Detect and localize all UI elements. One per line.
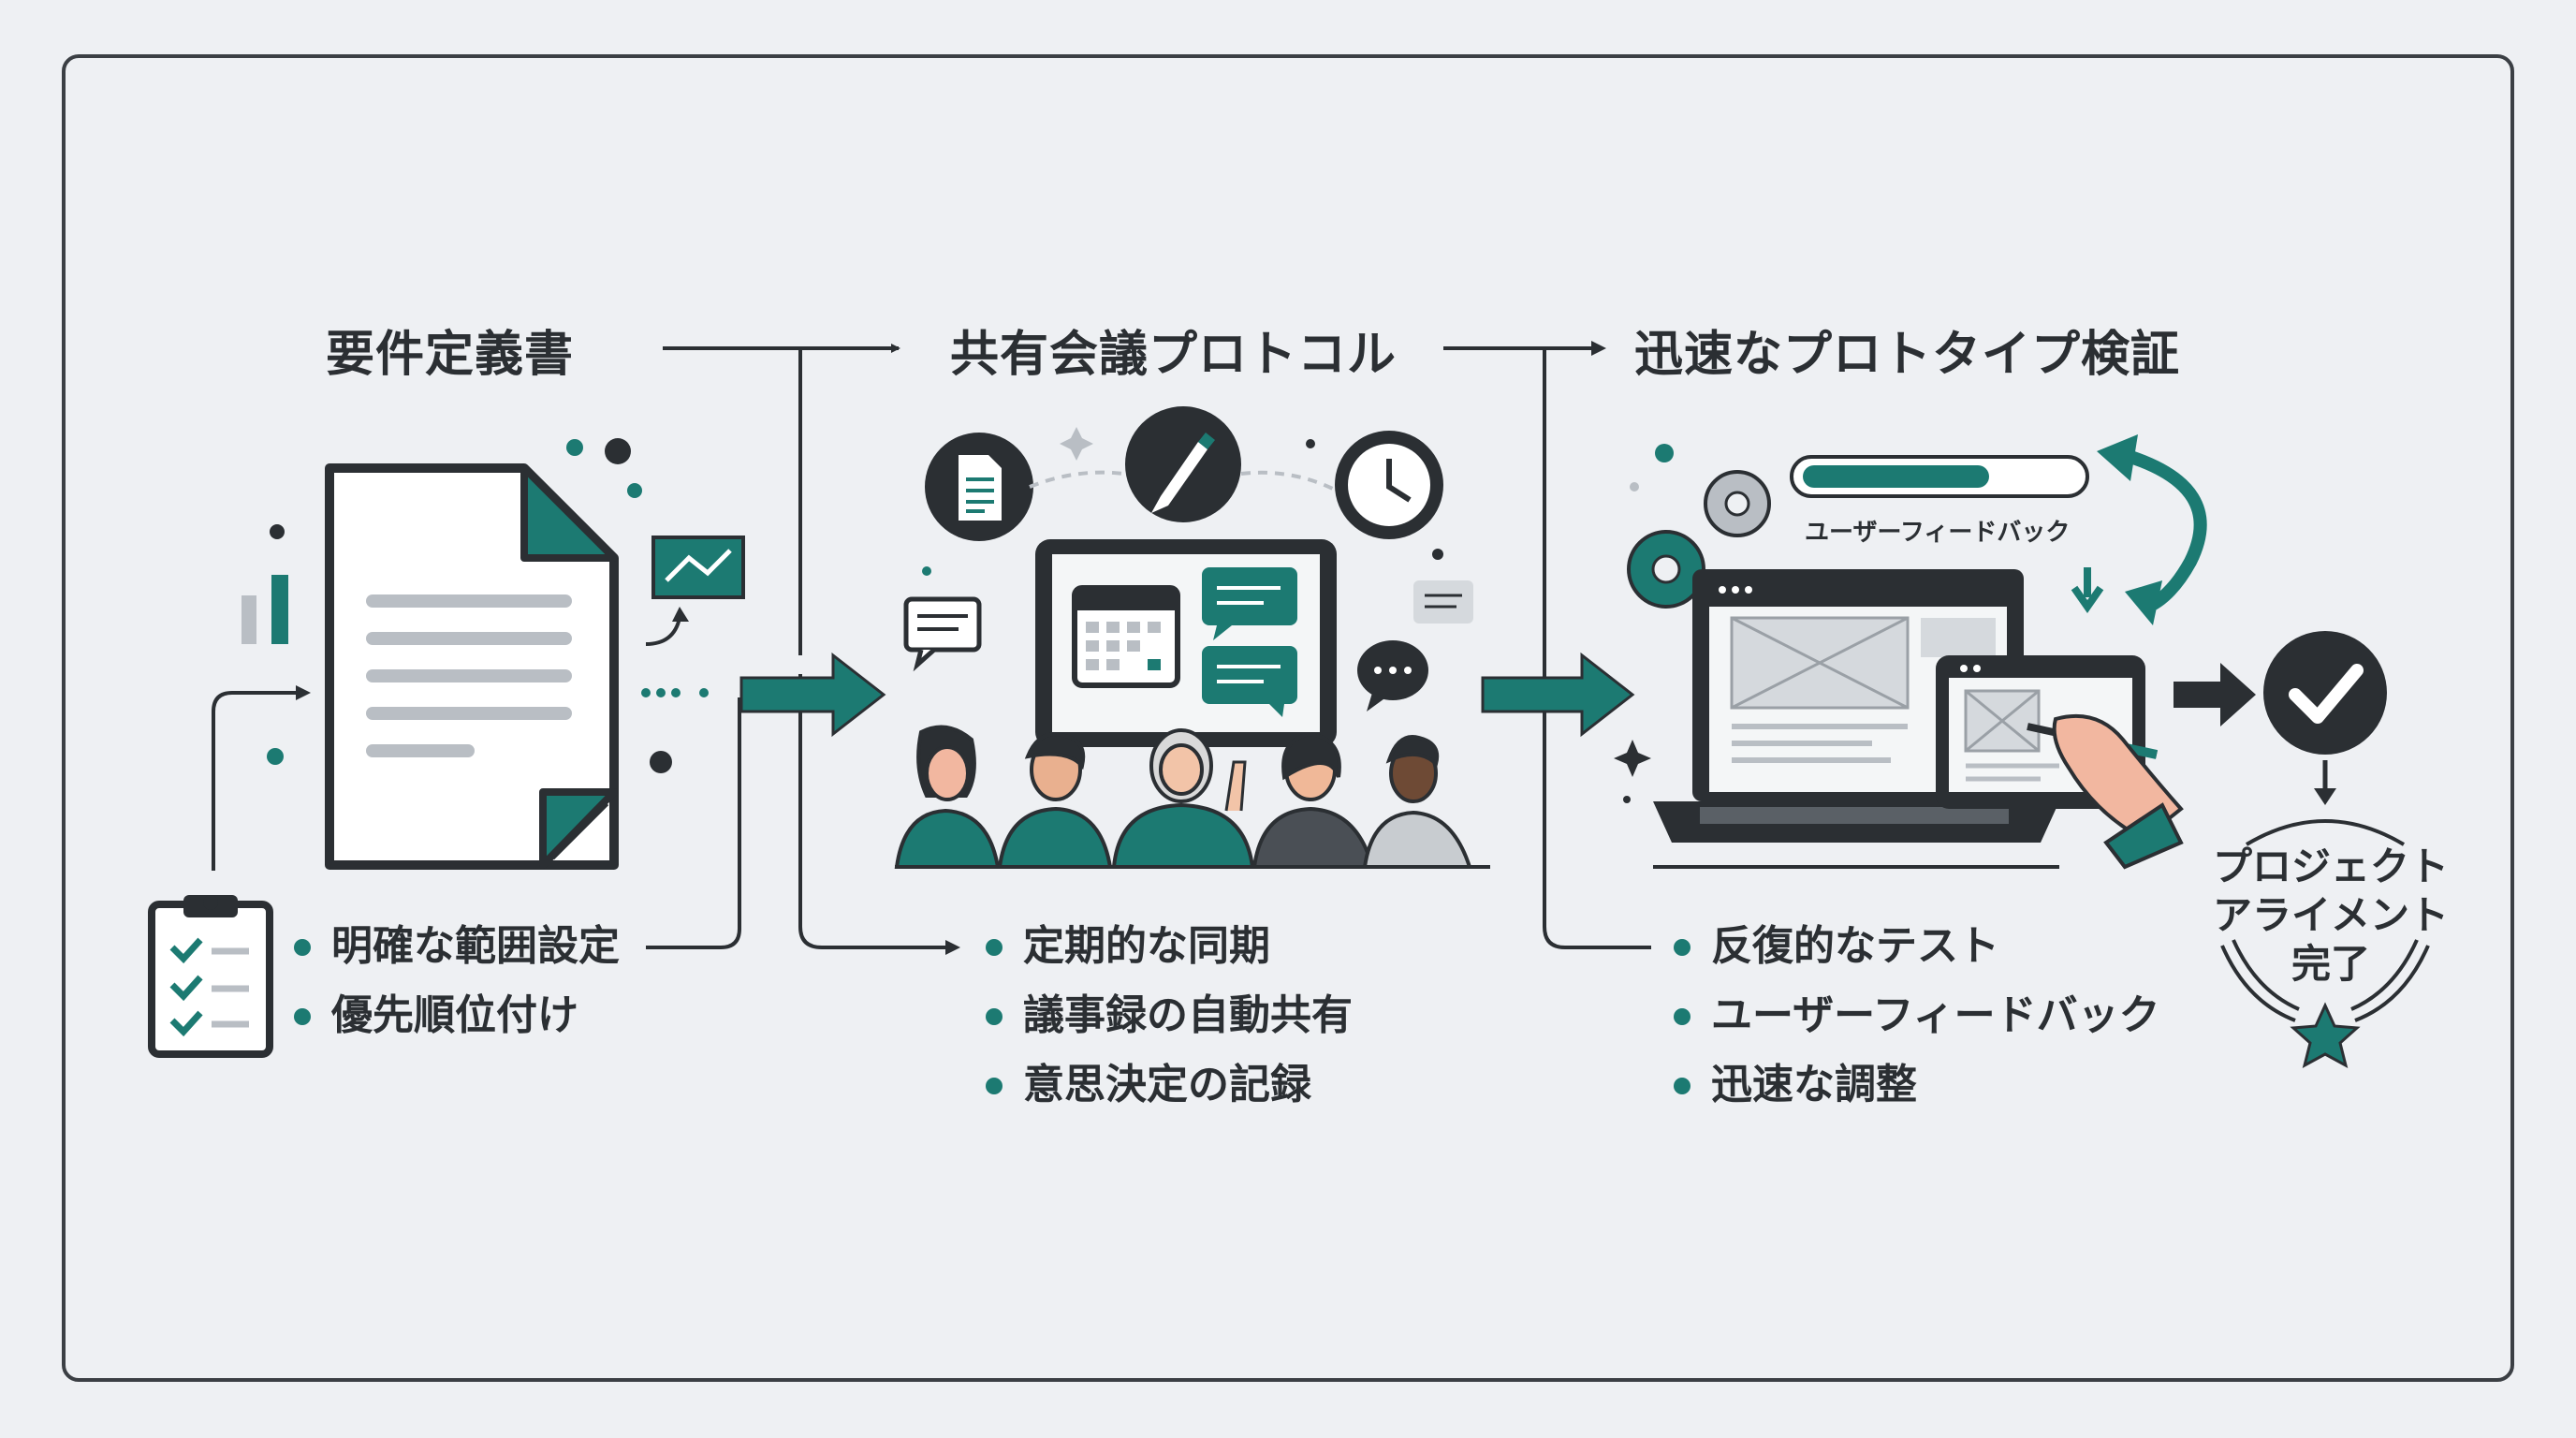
laurel-arc	[2220, 819, 2430, 1022]
feedback-bar-fill	[1803, 465, 1989, 488]
bullet-item: 明確な範囲設定	[294, 912, 620, 981]
chat-bubble-icon	[903, 596, 982, 672]
arrow-to-complete	[2174, 663, 2256, 726]
completion-line: アライメント	[2212, 892, 2449, 938]
diagram-frame	[62, 54, 2514, 1382]
check-circle-icon	[2263, 631, 2387, 805]
pen-icon	[1125, 406, 1241, 522]
bullet-item: 迅速な調整	[1674, 1050, 2160, 1120]
bullet-item: 議事録の自動共有	[986, 981, 1353, 1050]
bullet-item: 意思決定の記録	[986, 1050, 1353, 1120]
completion-line: プロジェクト	[2212, 844, 2449, 889]
cycle-arrow-icon	[2122, 448, 2207, 615]
stage-arrow	[739, 652, 1635, 738]
clock-icon	[1335, 431, 1443, 539]
sparkle-icon	[1060, 427, 1093, 461]
completion-label: プロジェクト アライメント 完了	[2190, 843, 2471, 989]
chat-bubble-icon	[1202, 567, 1297, 717]
bullet-item: 反復的なテスト	[1674, 912, 2160, 981]
connector-lines	[212, 344, 1651, 949]
decor-dots	[922, 439, 1443, 576]
stage-2-title: 共有会議プロトコル	[950, 327, 1398, 383]
calendar-icon	[1072, 585, 1180, 688]
feedback-bar-label: ユーザーフィードバック	[1805, 519, 2071, 547]
sparkle-icon	[1614, 740, 1651, 777]
stage-3-bullets: 反復的なテスト ユーザーフィードバック 迅速な調整	[1674, 912, 2160, 1120]
star-icon	[2290, 1002, 2361, 1068]
bar-chart-icon	[242, 575, 288, 644]
bullet-item: 定期的な同期	[986, 912, 1353, 981]
bullet-item: 優先順位付け	[294, 981, 620, 1050]
hand-stylus-icon	[2027, 713, 2184, 870]
chat-bubble-icon	[1357, 640, 1428, 712]
decor-dots	[267, 438, 709, 773]
completion-line: 完了	[2291, 941, 2370, 987]
feedback-bar	[1790, 455, 2089, 498]
chat-bubble-icon	[1413, 580, 1473, 624]
stage-3-title: 迅速なプロトタイプ検証	[1634, 327, 2181, 383]
trend-chart-icon	[645, 536, 745, 646]
team-icon	[894, 725, 1490, 869]
clipboard-checklist-icon	[148, 895, 273, 1058]
stage-1-title: 要件定義書	[326, 327, 575, 383]
stage-1-bullets: 明確な範囲設定 優先順位付け	[294, 912, 620, 1050]
stage-2-bullets: 定期的な同期 議事録の自動共有 意思決定の記録	[986, 912, 1353, 1120]
document-icon	[325, 463, 619, 870]
bullet-item: ユーザーフィードバック	[1674, 981, 2160, 1050]
document-icon	[925, 433, 1033, 541]
gear-icon	[1627, 470, 1771, 609]
